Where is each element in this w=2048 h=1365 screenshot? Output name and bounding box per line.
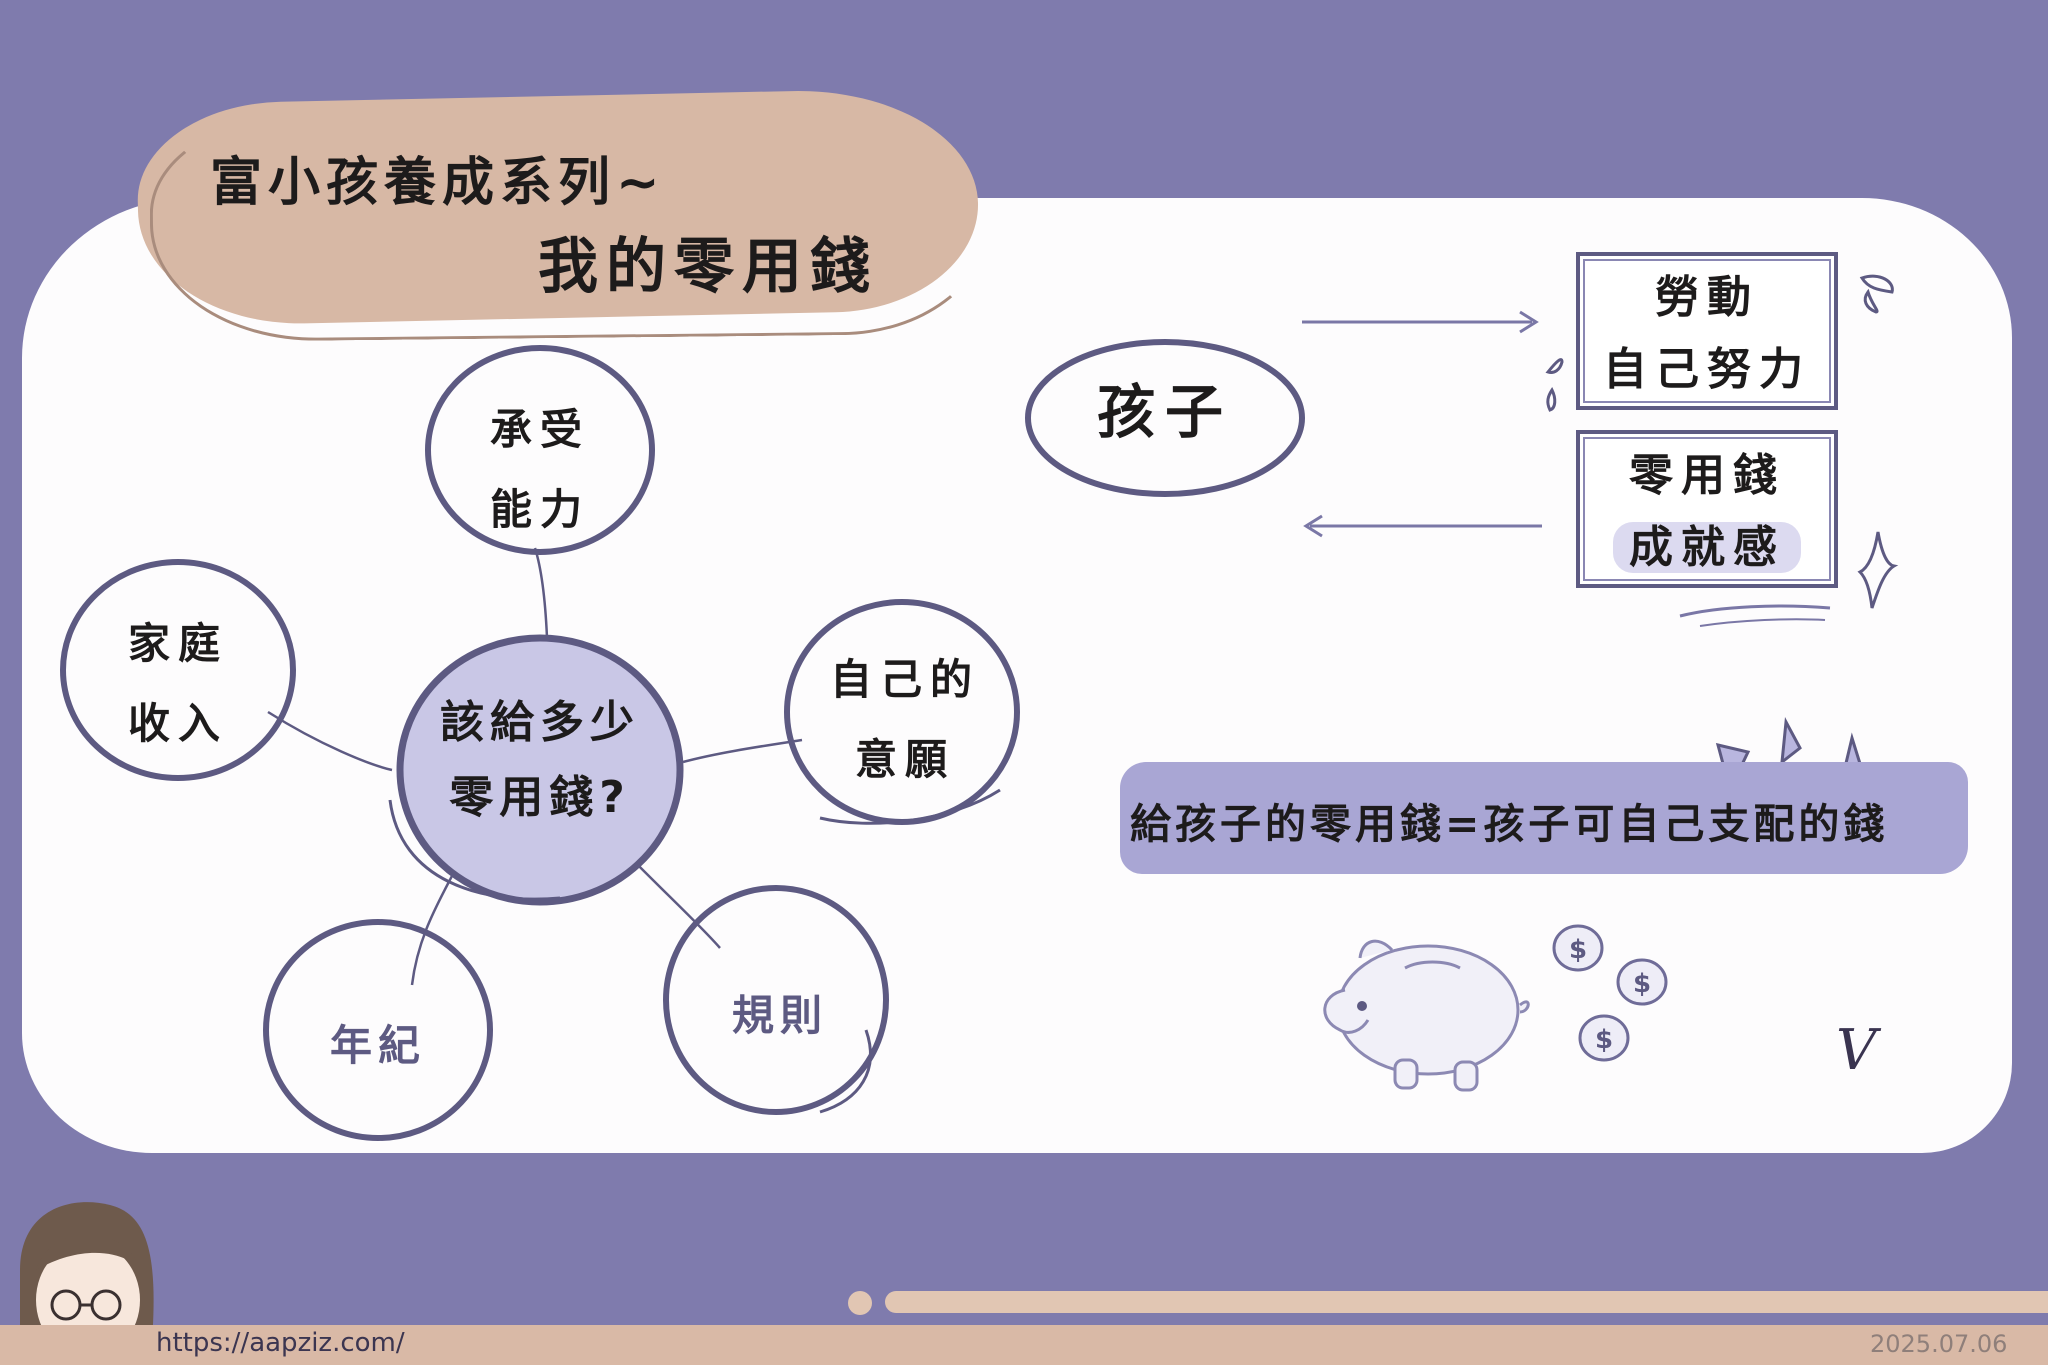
piggy-bank-icon <box>1323 939 1530 1092</box>
family-income-circle <box>60 559 296 781</box>
money-box: 零用錢 成就感 <box>1576 430 1838 588</box>
money-line1: 零用錢 <box>1629 450 1785 501</box>
center-circle <box>396 634 684 906</box>
footer-url[interactable]: https://aapziz.com/ <box>156 1328 405 1358</box>
definition-banner <box>1120 762 1968 874</box>
age-circle <box>263 919 493 1141</box>
footer-dot <box>848 1291 872 1315</box>
connector-own-will <box>682 738 803 764</box>
dollar-coin-icon <box>1552 924 1668 1062</box>
connector-family-income <box>267 710 393 772</box>
coin-dollar-sign: $ <box>1633 969 1651 999</box>
own-will-line1: 自己的 <box>829 655 980 704</box>
center-node: 該給多少 零用錢? <box>420 686 660 836</box>
center-line2: 零用錢? <box>449 771 631 823</box>
footer-bar <box>885 1291 2048 1313</box>
capacity-line2: 能力 <box>489 484 590 534</box>
family-income-line2: 收入 <box>127 698 228 748</box>
rules-node: 規則 <box>731 991 828 1040</box>
signature-logo: V <box>1836 1018 1877 1083</box>
labor-line2: 自己努力 <box>1603 344 1811 395</box>
rules-circle <box>663 885 889 1115</box>
capacity-line1: 承受 <box>489 405 590 454</box>
coin-dollar-sign: $ <box>1569 935 1587 965</box>
labor-box: 勞動 自己努力 <box>1576 252 1838 410</box>
center-line1: 該給多少 <box>440 697 640 748</box>
footer-date: 2025.07.06 <box>1870 1330 2008 1358</box>
own-will-line2: 意願 <box>854 734 955 784</box>
connector-age <box>410 869 457 986</box>
child-ellipse <box>1025 339 1305 497</box>
definition-text: 給孩子的零用錢=孩子可自己支配的錢 <box>1130 800 1889 848</box>
sparkle-icon <box>1857 531 1899 609</box>
own-will-node: 自己的 意願 <box>800 640 1010 800</box>
child-node: 孩子 <box>1096 378 1233 446</box>
family-income-node: 家庭 收入 <box>78 604 278 764</box>
footer-strip <box>0 1325 2048 1365</box>
money-line2: 成就感 <box>1613 522 1801 573</box>
title-series: 富小孩養成系列~ <box>210 153 666 213</box>
title-main: 我的零用錢 <box>538 232 878 302</box>
family-income-line1: 家庭 <box>127 619 228 668</box>
capacity-node: 承受 能力 <box>440 390 640 550</box>
age-node: 年紀 <box>329 1021 426 1070</box>
labor-line1: 勞動 <box>1655 272 1759 323</box>
sweat-drop-icon <box>1545 274 1894 412</box>
coin-dollar-sign: $ <box>1595 1025 1613 1055</box>
capacity-circle <box>425 345 655 555</box>
